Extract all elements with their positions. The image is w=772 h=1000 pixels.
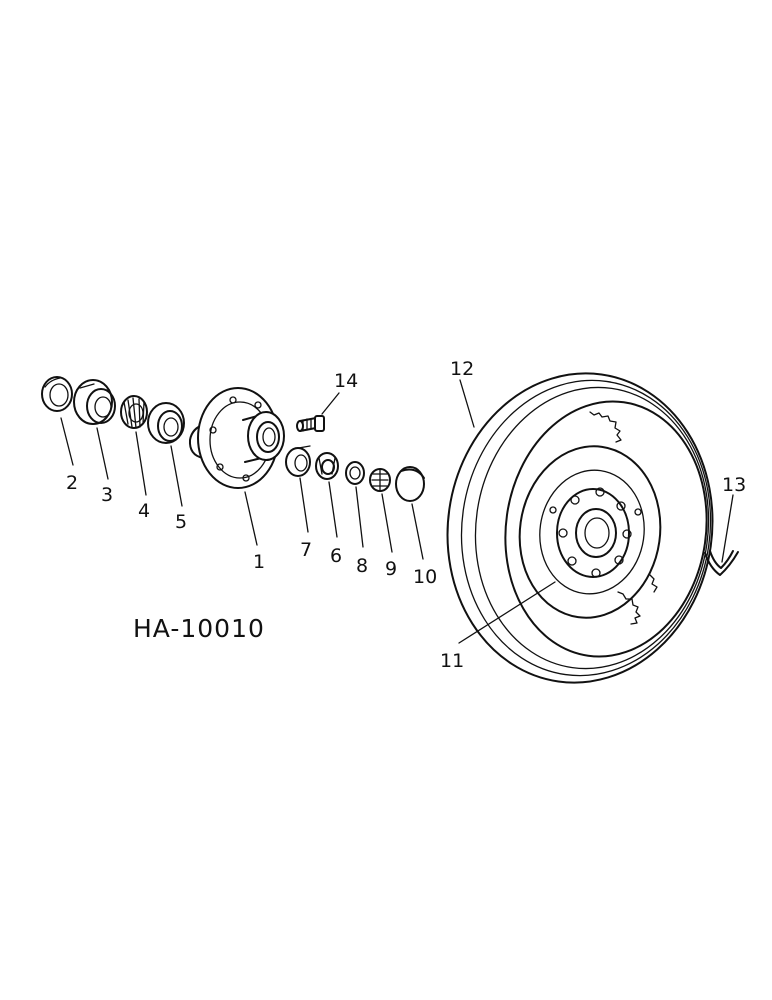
callout-5: 5: [175, 511, 187, 533]
part-12-tire: [446, 372, 714, 684]
part-10-dust-cap: [395, 466, 425, 502]
part-1-hub: [188, 387, 285, 489]
callout-13: 13: [722, 474, 746, 496]
callout-8: 8: [356, 555, 368, 577]
part-7-bearing-cup: [285, 445, 311, 477]
callout-4: 4: [138, 500, 150, 522]
part-5-bearing-cup: [147, 402, 185, 444]
callout-11: 11: [440, 650, 464, 672]
callout-7: 7: [300, 539, 312, 561]
leader-lines: [60, 379, 734, 644]
callout-6: 6: [330, 545, 342, 567]
callout-labels: 2 3 4 5 1 7 6 8 9 10 14 12 11 13: [66, 358, 746, 672]
callout-2: 2: [66, 472, 78, 494]
part-4-bearing-cone: [120, 395, 148, 429]
callout-14: 14: [334, 370, 358, 392]
callout-1: 1: [253, 551, 265, 573]
part-11-rim: [518, 445, 662, 619]
part-6-bearing-cone: [315, 452, 339, 480]
callout-10: 10: [413, 566, 437, 588]
callout-3: 3: [101, 484, 113, 506]
part-9-castle-nut: [369, 468, 391, 492]
callout-12: 12: [450, 358, 474, 380]
part-3-bearing-cup: [73, 379, 116, 425]
part-14-wheel-bolt: [296, 415, 325, 432]
part-2-seal: [41, 376, 73, 412]
callout-9: 9: [385, 558, 397, 580]
part-13-valve-stem: [704, 550, 739, 576]
part-8-washer: [345, 461, 365, 485]
figure-id: HA-10010: [133, 614, 265, 643]
